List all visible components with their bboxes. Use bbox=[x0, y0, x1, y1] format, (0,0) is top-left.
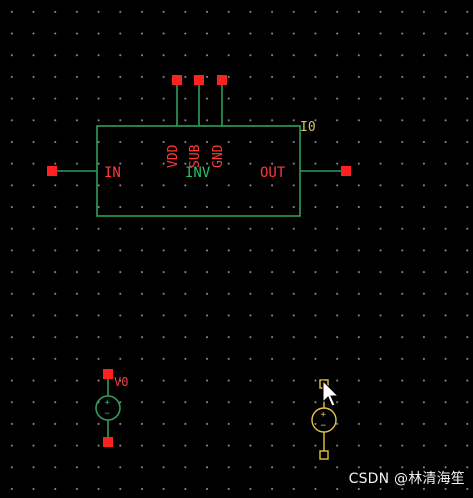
gnd-pin-terminal[interactable] bbox=[217, 75, 227, 85]
vdd-pin-label: VDD bbox=[166, 144, 181, 168]
voltage-source-v0[interactable]: + − V0 bbox=[95, 369, 128, 447]
sub-pin-terminal[interactable] bbox=[194, 75, 204, 85]
watermark-text: CSDN @林清海笙 bbox=[348, 471, 465, 487]
instance-label-v0: V0 bbox=[114, 375, 128, 389]
in-pin-terminal[interactable] bbox=[47, 166, 57, 176]
in-pin-label: IN bbox=[104, 165, 121, 181]
instance-label-i0: I0 bbox=[300, 120, 316, 135]
v0-minus-sign: − bbox=[105, 409, 111, 419]
out-pin-label: OUT bbox=[260, 165, 286, 181]
voltage-source-selected[interactable]: + − bbox=[311, 379, 337, 460]
cell-label: INV bbox=[185, 165, 211, 181]
selected-minus-terminal[interactable] bbox=[319, 450, 329, 460]
vdd-pin-terminal[interactable] bbox=[172, 75, 182, 85]
sub-pin-label: SUB bbox=[188, 144, 203, 168]
arrow-cursor-icon bbox=[322, 379, 340, 407]
v0-plus-terminal[interactable] bbox=[103, 369, 113, 379]
inverter-symbol[interactable]: IN OUT INV I0 VDD SUB GND bbox=[47, 75, 351, 217]
gnd-pin-label: GND bbox=[211, 144, 226, 168]
selected-minus-sign: − bbox=[321, 421, 327, 431]
v0-plus-sign: + bbox=[105, 398, 111, 408]
selected-plus-sign: + bbox=[321, 410, 327, 420]
v0-minus-terminal[interactable] bbox=[103, 437, 113, 447]
out-pin-terminal[interactable] bbox=[341, 166, 351, 176]
